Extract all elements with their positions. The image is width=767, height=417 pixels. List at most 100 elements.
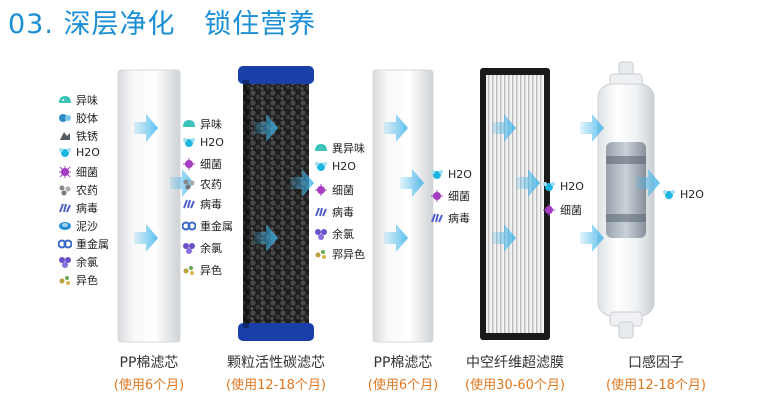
color-icon — [182, 264, 196, 276]
pesticide-icon — [182, 178, 196, 190]
arrow-5b — [580, 224, 604, 252]
h2o-icon — [430, 169, 444, 181]
stage3-item-label: H2O — [332, 160, 356, 173]
sand-icon — [58, 220, 72, 232]
odor-icon — [314, 142, 328, 154]
stage4-item-label: 病毒 — [448, 212, 470, 225]
h2o-icon — [182, 137, 196, 149]
stage3-item: 余氯 — [314, 226, 354, 242]
uf-membrane-cartridge — [480, 68, 550, 340]
arrow-5c — [636, 169, 660, 197]
stage2-item: 异色 — [182, 262, 222, 278]
cartridge-3-title: PP棉滤芯 — [373, 355, 433, 371]
arrow-2a — [254, 114, 278, 142]
arrow-3b — [384, 224, 408, 252]
stage3-item: H2O — [314, 160, 356, 173]
stage2-item-label: 异色 — [200, 264, 222, 277]
stage1-item-label: 农药 — [76, 184, 98, 197]
stage1-item: 农药 — [58, 182, 98, 198]
chlorine-icon — [182, 242, 196, 254]
stage4-item-label: H2O — [448, 168, 472, 181]
stage1-item-label: 泥沙 — [76, 220, 98, 233]
page-heading: 03. 深层净化 锁住营养 — [8, 2, 316, 41]
arrow-2b — [254, 224, 278, 252]
stage1-item: 胶体 — [58, 110, 98, 126]
h2o-icon — [542, 181, 556, 193]
virus-icon — [430, 212, 444, 224]
stage5-item-label: 细菌 — [560, 204, 582, 217]
arrow-5a — [580, 114, 604, 142]
colloid-icon — [58, 112, 72, 124]
cartridge-2-title: 颗粒活性碳滤芯 — [227, 355, 325, 371]
virus-icon — [58, 202, 72, 214]
stage6-item-label: H2O — [680, 188, 704, 201]
stage2-item: 重金属 — [182, 218, 233, 234]
stage1-item: 异色 — [58, 272, 98, 288]
stage3-item: 異异味 — [314, 140, 365, 156]
stage4-item: 病毒 — [430, 210, 470, 226]
stage5-item-label: H2O — [560, 180, 584, 193]
stage4-item: H2O — [430, 168, 472, 181]
stage2-item: 异味 — [182, 116, 222, 132]
heading-part1: 深层净化 — [63, 9, 176, 40]
stage3-item-label: 余氯 — [332, 228, 354, 241]
stage5-item: 细菌 — [542, 202, 582, 218]
stage3-item: 病毒 — [314, 204, 354, 220]
stage3-item-label: 细菌 — [332, 184, 354, 197]
stage2-item-label: 细菌 — [200, 158, 222, 171]
stage2-item-label: 异味 — [200, 118, 222, 131]
stage2-item-label: 病毒 — [200, 198, 222, 211]
stage1-item-label: 细菌 — [76, 166, 98, 179]
stage1-item-label: 重金属 — [76, 238, 109, 251]
arrow-4c — [516, 169, 540, 197]
pp-cartridge-1 — [117, 69, 181, 343]
stage2-item: 余氯 — [182, 240, 222, 256]
bacteria-icon — [430, 190, 444, 202]
bacteria-icon — [182, 158, 196, 170]
color-icon — [58, 274, 72, 286]
cartridge-5-life: (使用12-18个月) — [606, 378, 706, 393]
bacteria-icon — [58, 166, 72, 178]
odor-icon — [58, 94, 72, 106]
stage4-item-label: 细菌 — [448, 190, 470, 203]
stage2-item: 病毒 — [182, 196, 222, 212]
stage2-item-label: 余氯 — [200, 242, 222, 255]
rust-icon — [58, 130, 72, 142]
stage1-item: 细菌 — [58, 164, 98, 180]
stage2-item: 农药 — [182, 176, 222, 192]
arrow-3c — [400, 169, 424, 197]
arrow-1c — [170, 169, 194, 197]
stage1-item-label: 余氯 — [76, 256, 98, 269]
h2o-icon — [662, 189, 676, 201]
bacteria-icon — [314, 184, 328, 196]
stage1-item: 病毒 — [58, 200, 98, 216]
taste-factor-cartridge — [597, 61, 655, 339]
bacteria-icon — [542, 204, 556, 216]
stage6-item: H2O — [662, 188, 704, 201]
stage1-item-label: 胶体 — [76, 112, 98, 125]
stage2-item: H2O — [182, 136, 224, 149]
carbon-cartridge — [238, 66, 314, 341]
stage1-item: 余氯 — [58, 254, 98, 270]
heading-part2: 锁住营养 — [204, 9, 317, 40]
stage2-item: 细菌 — [182, 156, 222, 172]
h2o-icon — [58, 147, 72, 159]
stage2-item-label: H2O — [200, 136, 224, 149]
stage3-item-label: 異异味 — [332, 142, 365, 155]
metal-icon — [58, 238, 72, 250]
stage3-item: 郛异色 — [314, 246, 365, 262]
arrow-3a — [384, 114, 408, 142]
odor-icon — [182, 118, 196, 130]
pp-cartridge-2 — [372, 69, 434, 343]
color-icon — [314, 248, 328, 260]
virus-icon — [182, 198, 196, 210]
stage1-item: 异味 — [58, 92, 98, 108]
stage1-item: 重金属 — [58, 236, 109, 252]
heading-number: 03. — [8, 9, 54, 40]
stage2-item-label: 农药 — [200, 178, 222, 191]
arrow-2c — [290, 169, 314, 197]
stage1-item: 泥沙 — [58, 218, 98, 234]
cartridge-4-title: 中空纤维超滤膜 — [466, 355, 564, 371]
stage1-item-label: 铁锈 — [76, 130, 98, 143]
